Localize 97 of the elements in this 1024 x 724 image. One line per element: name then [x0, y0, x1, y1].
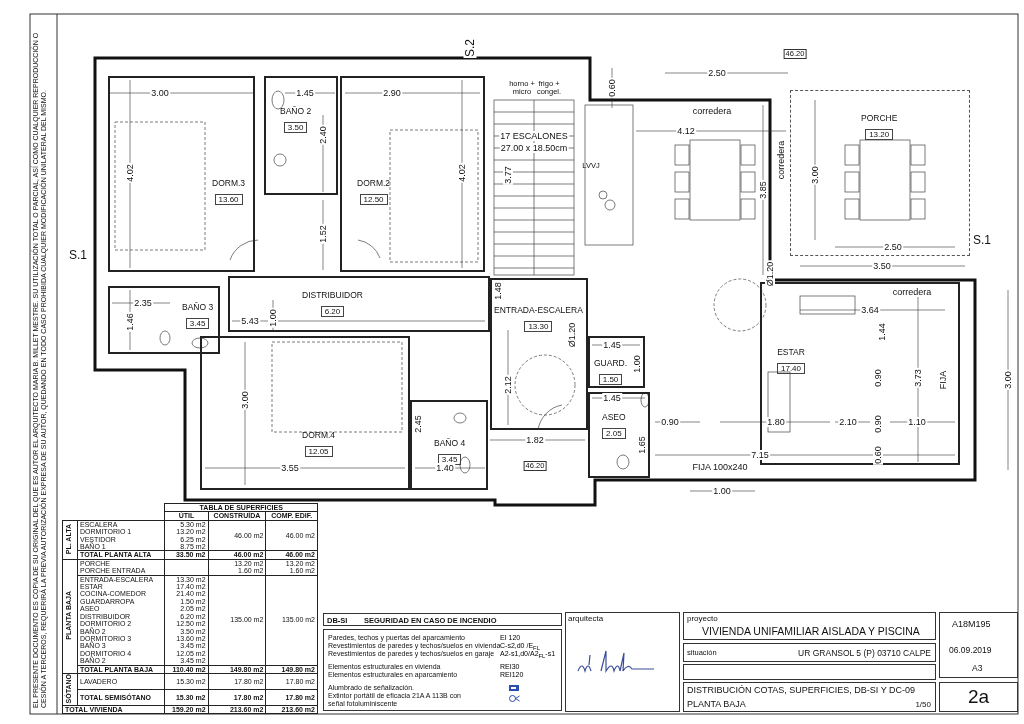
dimension-label: 1.45 — [602, 393, 622, 403]
plan-note: FIJA 100x240 — [691, 462, 749, 472]
dimension-label: 2.90 — [382, 88, 402, 98]
plan-note: corredera — [891, 287, 933, 297]
area-label: 17.40 — [777, 363, 806, 374]
room-name: DORM.3 — [212, 178, 246, 188]
room-outline — [228, 276, 490, 332]
area-label: 2.05 — [602, 428, 626, 439]
section-marker: S.1 — [68, 248, 88, 262]
area-label: 12.05 — [304, 446, 333, 457]
room-name: ESTAR — [777, 347, 806, 357]
dimension-label: 1.10 — [907, 417, 927, 427]
sheet-size: A3 — [972, 663, 983, 673]
dimension-label: 1.52 — [318, 224, 328, 244]
dimension-label: 0.60 — [607, 78, 617, 98]
dimension-label: 3.64 — [860, 305, 880, 315]
area-label: 3.50 — [283, 122, 308, 133]
plan-note: 2.45 — [413, 414, 423, 434]
plan-note: Ø1.20 — [567, 321, 577, 349]
room-name: PORCHE — [861, 113, 898, 123]
dimension-label: 3.00 — [810, 165, 820, 185]
section-marker: S.2 — [463, 38, 477, 58]
field-caption: arquitecta — [568, 614, 604, 623]
room-name: DORM.2 — [357, 178, 391, 188]
dimension-label: 1.00 — [268, 308, 278, 328]
plan-note: 1.00 — [632, 354, 642, 374]
drawing-title: DISTRIBUCIÓN COTAS, SUPERFICIES, DB-SI Y DC-09 — [687, 685, 916, 695]
dimension-label: 4.12 — [676, 126, 696, 136]
room-name: BAÑO 4 — [434, 438, 466, 448]
room-outline — [410, 400, 488, 490]
dimension-label: 2.50 — [707, 68, 727, 78]
room-outline — [490, 278, 588, 430]
area-label: 13.20 — [865, 129, 894, 140]
dimension-label: 1.45 — [602, 340, 622, 350]
plan-note: 17 ESCALONES — [499, 131, 569, 141]
plan-note: Ø1.20 — [765, 260, 775, 288]
room-outline — [200, 336, 410, 490]
plan-note: 1.44 — [877, 322, 887, 342]
area-label: 13.60 — [214, 194, 243, 205]
dimension-label: 2.10 — [838, 417, 858, 427]
section-marker: S.1 — [972, 233, 992, 247]
dimension-label: 1.80 — [766, 417, 786, 427]
dimension-label: 3.00 — [150, 88, 170, 98]
dimension-label: 0.90 — [660, 417, 680, 427]
dimension-label: 2.35 — [133, 298, 153, 308]
sheet-number: 2a — [968, 686, 990, 708]
room-name: ENTRADA-ESCALERA — [494, 305, 583, 315]
project-title: VIVIENDA UNIFAMILIAR AISLADA Y PISCINA — [702, 625, 920, 637]
dimension-label: 4.02 — [457, 163, 467, 183]
dimension-label: 1.00 — [712, 486, 732, 496]
dimension-label: 3.73 — [913, 368, 923, 388]
dimension-label: 3.00 — [1003, 370, 1013, 390]
dimension-label: 2.12 — [503, 375, 513, 395]
dimension-label: 1.45 — [295, 88, 315, 98]
room-outline — [264, 76, 338, 195]
date-text: 06.09.2019 — [949, 645, 992, 655]
drawing-title: PLANTA BAJA — [687, 699, 746, 709]
area-label: 12.50 — [359, 194, 388, 205]
area-label: 1.50 — [598, 374, 623, 385]
dimension-label: 3.55 — [280, 463, 300, 473]
dimension-label: 7.15 — [750, 450, 770, 460]
dimension-label: 1.46 — [125, 312, 135, 332]
plan-note: 0.90 — [873, 414, 883, 434]
room-name: DISTRIBUIDOR — [302, 290, 363, 300]
plan-note: corredera — [691, 106, 733, 116]
dimension-label: 3.85 — [758, 180, 768, 200]
room-outline — [108, 286, 220, 354]
plan-note: 1.65 — [637, 435, 647, 455]
room-name: ASEO — [602, 412, 626, 422]
area-label: 3.45 — [185, 318, 210, 329]
plan-note: 0.90 — [873, 368, 883, 388]
room-outline — [340, 76, 485, 272]
project-code: A18M195 — [952, 619, 991, 629]
dimension-label: 4.02 — [125, 163, 135, 183]
room-name: BAÑO 2 — [280, 106, 312, 116]
plan-note: 0.60 — [873, 445, 883, 465]
area-label: 13.30 — [524, 321, 553, 332]
field-caption: proyecto — [687, 614, 718, 623]
dimension-label: 3.50 — [872, 261, 892, 271]
scale-text: 1/50 — [915, 700, 931, 709]
dimension-label: 2.50 — [883, 242, 903, 252]
room-outline — [108, 76, 255, 272]
room-outline — [588, 392, 650, 478]
plan-note: FIJA — [938, 369, 948, 391]
room-name: GUARD. — [594, 358, 628, 368]
dimension-label: 1.40 — [435, 463, 455, 473]
room-outline — [588, 336, 645, 388]
plan-note: 27.00 x 18.50cm — [499, 143, 569, 153]
address-text: UR GRANSOL 5 (P) 03710 CALPE — [798, 648, 931, 658]
dimension-label: 3.00 — [240, 390, 250, 410]
plan-note: 1.48 — [493, 281, 503, 301]
room-name: BAÑO 3 — [182, 302, 214, 312]
dimension-label: 2.40 — [318, 125, 328, 145]
plan-note: 3.77 — [503, 165, 513, 185]
room-name: DORM.4 — [302, 430, 336, 440]
area-label: 6.20 — [320, 306, 345, 317]
dimension-label: 5.43 — [240, 316, 260, 326]
